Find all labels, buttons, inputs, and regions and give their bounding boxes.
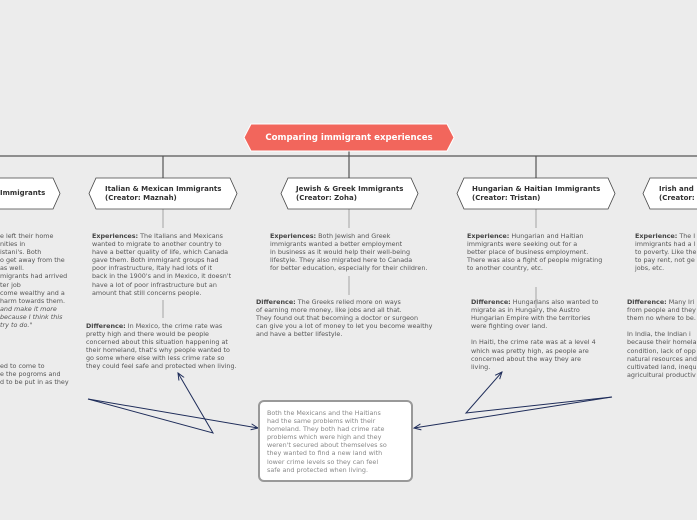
- hungarian-haitian-difference: Difference: Hungarians also wanted to mi…: [471, 298, 598, 371]
- node-irish[interactable]: Irish and (Creator:: [659, 184, 695, 202]
- jewish-greek-experience: Experiences: Both Jewish and Greek immig…: [270, 232, 427, 272]
- node-shape-hungarian-haitian: [456, 177, 616, 210]
- experience-text: Hungarian and Haitian immigrants were se…: [467, 232, 603, 273]
- experience-label: Experience:: [635, 232, 678, 240]
- difference-label: Difference:: [471, 298, 511, 306]
- experience-label: Experiences:: [270, 232, 317, 240]
- immigrants-quote: and make it more because I think this tr…: [0, 305, 63, 330]
- node-italian-mexican[interactable]: Italian & Mexican Immigrants (Creator: M…: [105, 184, 222, 202]
- child-connectors: [162, 209, 537, 318]
- difference-label: Difference:: [256, 298, 296, 306]
- difference-text: The Greeks relied more on ways of earnin…: [256, 298, 433, 339]
- immigrants-difference: ed to come to e the pogroms and d to be …: [0, 362, 69, 387]
- node-shape-irish: [642, 177, 697, 210]
- experience-text: The Italians and Mexicans wanted to migr…: [92, 232, 232, 297]
- jewish-greek-difference: Difference: The Greeks relied more on wa…: [256, 298, 432, 338]
- italian-mexican-difference: Difference: In Mexico, the crime rate wa…: [86, 322, 237, 371]
- italian-mexican-experience: Experiences: The Italians and Mexicans w…: [92, 232, 231, 297]
- difference-label: Difference:: [627, 298, 667, 306]
- experience-text: The I immigrants had a l to poverty. Lik…: [635, 232, 697, 273]
- node-jewish-greek[interactable]: Jewish & Greek Immigrants (Creator: Zoha…: [296, 184, 404, 202]
- irish-experience: Experience: The I immigrants had a l to …: [635, 232, 696, 272]
- branch-drop: [162, 156, 537, 178]
- title-shape: [243, 123, 455, 152]
- irish-difference: Difference: Many Iri from people and the…: [627, 298, 697, 379]
- node-hungarian-haitian[interactable]: Hungarian & Haitian Immigrants (Creator:…: [472, 184, 601, 202]
- node-shape-jewish-greek: [280, 177, 419, 210]
- summary-callout[interactable]: Both the Mexicans and the Haitians had t…: [258, 400, 413, 482]
- node-shape-italian-mexican: [88, 177, 238, 210]
- relationship-arrows: [87, 372, 613, 434]
- node-shape-immigrants: [0, 177, 61, 210]
- experience-label: Experiences:: [92, 232, 139, 240]
- experience-text: Both Jewish and Greek immigrants wanted …: [270, 232, 428, 273]
- difference-text: Many Iri from people and they them no wh…: [627, 298, 697, 379]
- hungarian-haitian-experience: Experience: Hungarian and Haitian immigr…: [467, 232, 602, 272]
- difference-label: Difference:: [86, 322, 126, 330]
- difference-text: In Mexico, the crime rate was pretty hig…: [86, 322, 237, 371]
- difference-text: Hungarians also wanted to migrate as in …: [471, 298, 599, 371]
- experience-label: Experience:: [467, 232, 510, 240]
- immigrants-experience: e left their home nities in istani's. Bo…: [0, 232, 68, 305]
- node-immigrants[interactable]: Immigrants: [0, 189, 46, 197]
- central-topic[interactable]: Comparing immigrant experiences: [265, 132, 433, 143]
- summary-text: Both the Mexicans and the Haitians had t…: [267, 409, 387, 474]
